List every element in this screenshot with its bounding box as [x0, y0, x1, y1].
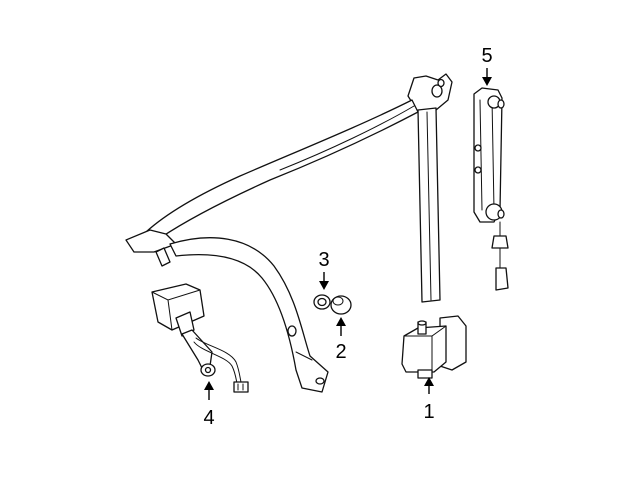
callout-4: 4 [203, 381, 215, 429]
part-3-nut[interactable] [313, 294, 331, 310]
callout-2-label: 2 [335, 341, 346, 363]
callout-1-label: 1 [423, 401, 434, 423]
callout-5: 5 [481, 45, 493, 86]
callout-2: 2 [335, 317, 347, 363]
callout-1: 1 [423, 377, 435, 423]
part-2-cap[interactable] [330, 295, 352, 315]
shoulder-belt-webbing[interactable] [125, 99, 419, 393]
part-5-height-adjuster[interactable] [473, 87, 509, 291]
callout-4-label: 4 [203, 407, 214, 429]
callout-5-label: 5 [481, 45, 492, 67]
part-4-buckle-assembly[interactable] [151, 283, 249, 393]
part-1-retractor-assembly[interactable] [401, 73, 467, 379]
callout-3: 3 [318, 249, 330, 290]
callout-3-label: 3 [318, 249, 329, 271]
